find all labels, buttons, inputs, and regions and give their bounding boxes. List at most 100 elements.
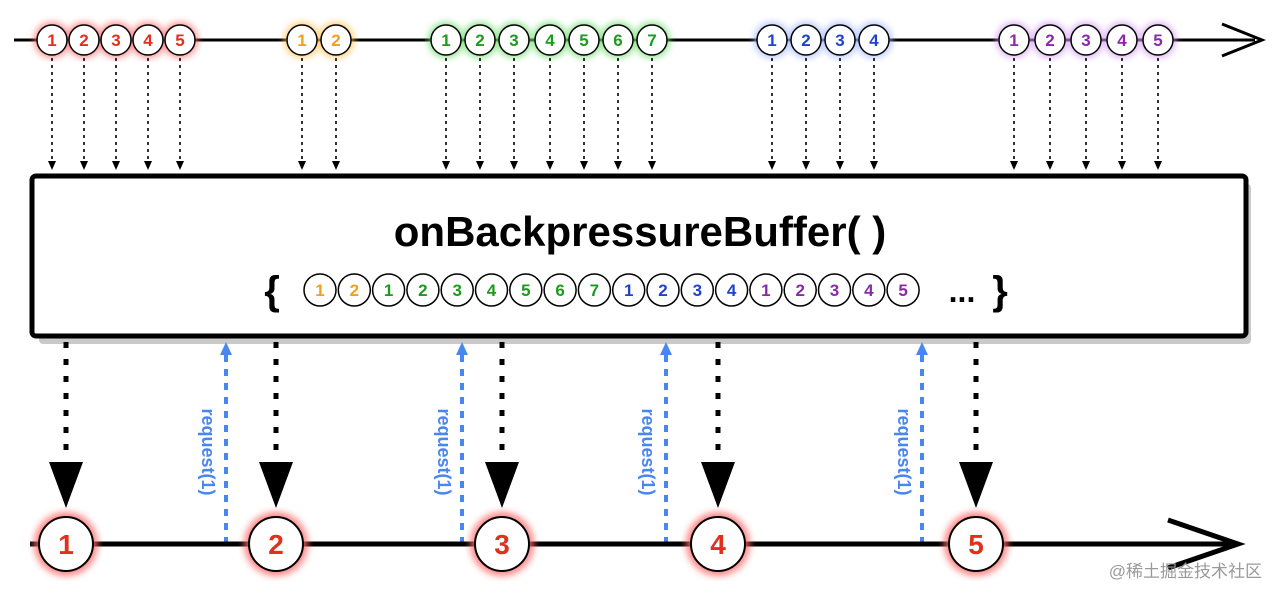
output-marble: 1: [38, 516, 94, 572]
output-marble: 4: [690, 516, 746, 572]
buffer-marble-label: 3: [693, 281, 702, 300]
source-marble: 4: [1106, 24, 1138, 56]
buffer-brace-open: {: [264, 269, 280, 313]
source-marble-label: 2: [475, 31, 484, 50]
source-marble: 5: [1142, 24, 1174, 56]
output-marble-label: 4: [710, 529, 726, 560]
source-emission-arrows: [48, 58, 1162, 170]
source-marble-label: 1: [767, 31, 776, 50]
output-marble-label: 1: [58, 529, 74, 560]
buffer-marble: 2: [646, 273, 680, 307]
buffer-marble: 1: [303, 273, 337, 307]
source-marble: 1: [998, 24, 1030, 56]
output-arrow-head: [701, 462, 735, 508]
buffer-marble: 3: [680, 273, 715, 307]
output-marble-label: 3: [494, 529, 510, 560]
buffer-marble-label: 7: [590, 281, 599, 300]
buffer-marble: 3: [817, 273, 852, 307]
buffer-marble-label: 2: [658, 281, 667, 300]
buffer-marble: 5: [886, 273, 920, 307]
source-marble-label: 1: [1009, 31, 1018, 50]
source-marble: 5: [164, 24, 196, 56]
source-marble: 2: [68, 24, 100, 56]
source-marble-label: 3: [111, 31, 120, 50]
buffer-marble: 6: [543, 273, 577, 307]
buffer-marble: 4: [852, 273, 886, 307]
buffer-marble-label: 1: [624, 281, 633, 300]
buffer-marble: 2: [406, 273, 440, 307]
source-marble-label: 7: [647, 31, 656, 50]
source-marble: 4: [132, 24, 164, 56]
output-arrow-head: [959, 462, 993, 508]
buffer-marble-label: 4: [727, 281, 737, 300]
request-label: request(1): [434, 408, 454, 495]
source-marble-label: 4: [545, 31, 555, 50]
request-label: request(1): [894, 408, 914, 495]
source-marble: 2: [1034, 24, 1066, 56]
output-arrow-head: [259, 462, 293, 508]
source-marble-label: 5: [579, 31, 588, 50]
source-marble-label: 6: [613, 31, 622, 50]
source-marble: 2: [464, 24, 496, 56]
buffer-marble: 5: [509, 273, 543, 307]
source-marble: 1: [756, 24, 788, 56]
buffer-marble-label: 3: [452, 281, 461, 300]
operator-title: onBackpressureBuffer( ): [394, 208, 886, 255]
buffer-marble: 3: [440, 273, 474, 307]
buffer-marble-label: 4: [864, 281, 874, 300]
source-marble: 1: [430, 24, 462, 56]
source-marble: 1: [286, 24, 318, 56]
request-label: request(1): [638, 408, 658, 495]
source-marble-label: 1: [47, 31, 56, 50]
buffer-marble-label: 5: [521, 281, 530, 300]
source-marble-label: 4: [869, 31, 879, 50]
source-marble-label: 3: [1081, 31, 1090, 50]
source-marble: 2: [320, 24, 352, 56]
source-marble-label: 2: [79, 31, 88, 50]
source-marble-label: 3: [835, 31, 844, 50]
source-marble-label: 5: [1153, 31, 1162, 50]
buffer-marble-label: 3: [830, 281, 839, 300]
output-marble: 5: [948, 516, 1004, 572]
source-marble-label: 1: [297, 31, 306, 50]
source-marble-label: 3: [509, 31, 518, 50]
source-marble: 3: [824, 24, 856, 56]
source-marble-label: 4: [1117, 31, 1127, 50]
source-marble-label: 2: [801, 31, 810, 50]
source-marble-label: 5: [175, 31, 184, 50]
buffer-ellipsis: ...: [949, 273, 976, 309]
buffer-marble-label: 2: [350, 281, 359, 300]
source-marble: 1: [36, 24, 68, 56]
buffer-marble: 1: [611, 273, 646, 307]
source-marble: 2: [790, 24, 822, 56]
buffer-marble: 2: [783, 273, 817, 307]
source-marble: 6: [602, 24, 634, 56]
buffer-marble-label: 1: [761, 281, 770, 300]
output-arrow-head: [49, 462, 83, 508]
output-marble-label: 5: [968, 529, 984, 560]
buffer-marble-label: 6: [555, 281, 564, 300]
request-label: request(1): [198, 408, 218, 495]
buffer-marble: 1: [749, 273, 783, 307]
buffer-marble: 2: [337, 273, 372, 307]
source-marble: 4: [858, 24, 890, 56]
output-marbles: 1 2 3 4 5: [34, 512, 1008, 576]
buffer-marble: 1: [371, 273, 406, 307]
buffer-marble: 7: [577, 273, 612, 307]
source-marble-label: 1: [441, 31, 450, 50]
output-marble-label: 2: [268, 529, 284, 560]
source-marble: 4: [534, 24, 566, 56]
buffer-brace-close: }: [992, 269, 1008, 313]
source-marble-label: 2: [331, 31, 340, 50]
buffer-marble-label: 2: [795, 281, 804, 300]
buffer-marble: 4: [714, 273, 749, 307]
output-emission-arrows: [49, 342, 993, 508]
source-marble-label: 2: [1045, 31, 1054, 50]
output-marble: 2: [248, 516, 304, 572]
request-arrows: request(1) request(1) request(1) request(1): [198, 342, 928, 544]
